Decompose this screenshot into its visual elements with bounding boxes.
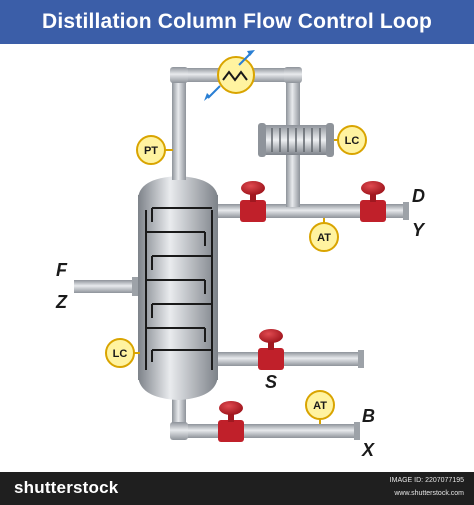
pressure-transmitter-pt[interactable]: PT (136, 135, 173, 165)
feed-line (74, 277, 142, 296)
distillation-column (138, 170, 218, 400)
bottoms-x-label: X (361, 440, 375, 460)
analyzer-bottom-at[interactable]: AT (305, 390, 335, 424)
reflux-drum (258, 123, 334, 207)
at-bottom-label: AT (313, 400, 327, 412)
valve-distillate-1[interactable] (240, 181, 266, 222)
diagram-area: PT LC AT LC AT F Z D Y S B X (0, 44, 474, 472)
page-title: Distillation Column Flow Control Loop (41, 10, 432, 33)
feed-f-label: F (56, 260, 68, 280)
feed-z-label: Z (55, 292, 68, 312)
condenser-exchanger (204, 50, 255, 101)
distillate-y-label: Y (412, 220, 426, 240)
title-bar: Distillation Column Flow Control Loop (0, 0, 474, 44)
lc-top-label: LC (345, 135, 360, 147)
analyzer-top-at[interactable]: AT (309, 218, 339, 252)
flow-diagram: PT LC AT LC AT F Z D Y S B X (55, 50, 426, 460)
level-controller-top-lc[interactable]: LC (334, 125, 367, 155)
footer-bar: shutterstock IMAGE ID: 2207077195 www.sh… (0, 472, 474, 505)
side-s-label: S (265, 372, 277, 392)
level-controller-bottom-lc[interactable]: LC (105, 338, 140, 368)
distillate-d-label: D (412, 186, 425, 206)
image-id: IMAGE ID: 2207077195 (389, 477, 464, 484)
column-trays (145, 207, 213, 370)
side-draw-line (210, 350, 364, 368)
site-url: www.shutterstock.com (394, 490, 464, 497)
at-top-label: AT (317, 232, 331, 244)
brand-logo: shutterstock (14, 478, 119, 497)
lc-bottom-label: LC (113, 348, 128, 360)
valve-side-draw[interactable] (258, 329, 284, 370)
pt-label: PT (144, 145, 158, 157)
valve-bottoms[interactable] (218, 401, 244, 442)
bottoms-b-label: B (362, 406, 375, 426)
valve-distillate-2[interactable] (360, 181, 386, 222)
